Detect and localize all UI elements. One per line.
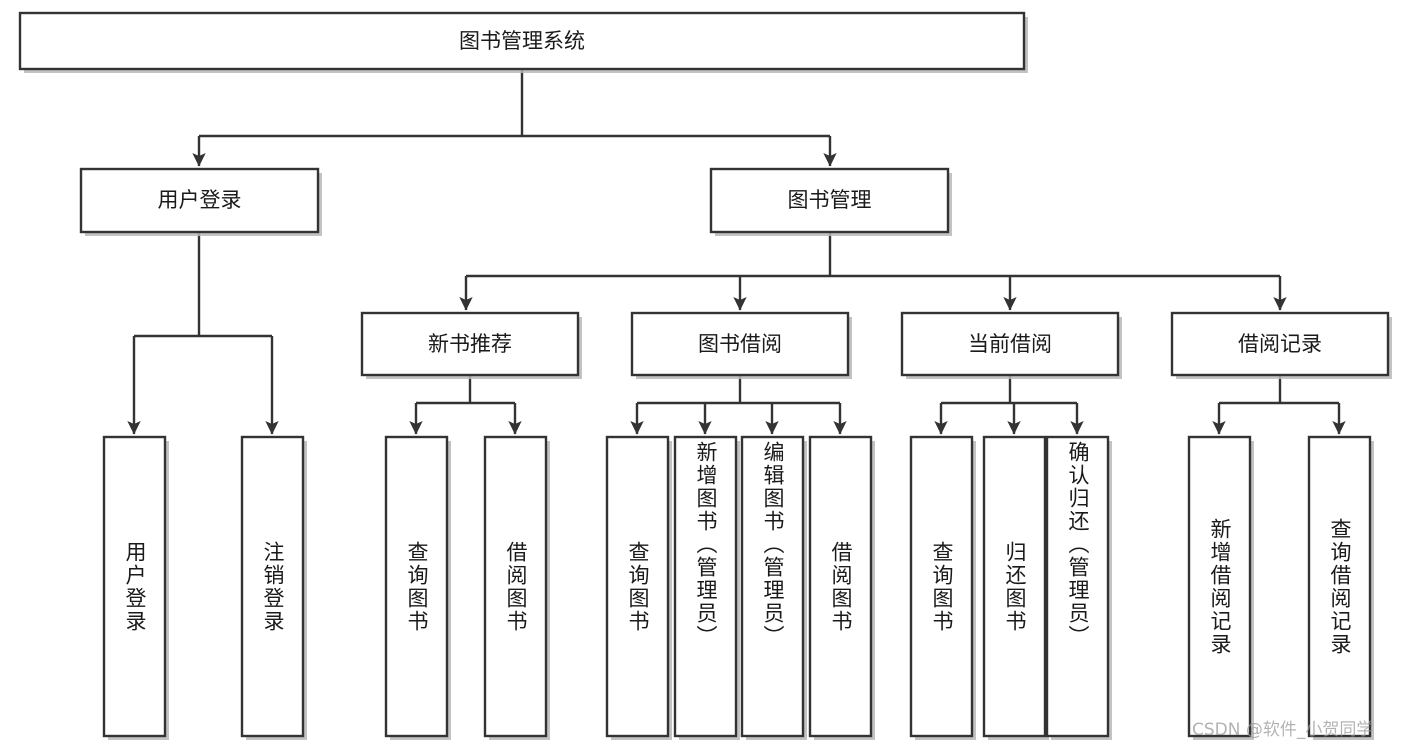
node-user-login[interactable]: 用户登录 (79, 167, 322, 236)
node-book-borrow[interactable]: 图书借阅 (630, 311, 852, 379)
node-leaf-confirm-return-admin[interactable] (1045, 435, 1112, 740)
node-borrow-record[interactable]: 借阅记录 (1170, 311, 1392, 379)
csdn-watermark: CSDN @软件_小贺同学 (1192, 720, 1374, 740)
node-borrow-record-label: 借阅记录 (1238, 332, 1322, 356)
node-current-borrow[interactable]: 当前借阅 (900, 311, 1122, 379)
node-leaf-return-book[interactable] (982, 435, 1049, 740)
node-root[interactable]: 图书管理系统 (18, 11, 1028, 73)
node-leaf-query-book-borrow[interactable] (605, 435, 672, 740)
node-user-login-label: 用户登录 (158, 188, 242, 212)
node-leaf-query-borrow-record[interactable] (1307, 435, 1374, 740)
node-book-manage[interactable]: 图书管理 (709, 167, 952, 236)
node-leaf-query-book-rec[interactable] (384, 435, 451, 740)
node-leaf-user-logout[interactable] (240, 435, 307, 740)
node-book-manage-label: 图书管理 (788, 188, 872, 212)
edge-layer (127, 69, 1346, 435)
node-leaf-edit-book-admin[interactable] (740, 435, 807, 740)
node-leaf-borrow-book-rec[interactable] (483, 435, 550, 740)
node-new-book-recommend[interactable]: 新书推荐 (360, 311, 582, 379)
node-leaf-add-borrow-record[interactable] (1187, 435, 1254, 740)
node-leaf-query-book-cur[interactable] (909, 435, 976, 740)
node-book-borrow-label: 图书借阅 (698, 332, 782, 356)
node-leaf-user-login[interactable] (102, 435, 169, 740)
node-leaf-borrow-book[interactable] (808, 435, 875, 740)
node-new-book-recommend-label: 新书推荐 (428, 332, 512, 356)
node-current-borrow-label: 当前借阅 (968, 332, 1052, 356)
node-leaf-add-book-admin[interactable] (673, 435, 740, 740)
node-root-label: 图书管理系统 (459, 29, 585, 53)
node-layer: 图书管理系统 用户登录 图书管理 新书推荐 (18, 11, 1392, 740)
